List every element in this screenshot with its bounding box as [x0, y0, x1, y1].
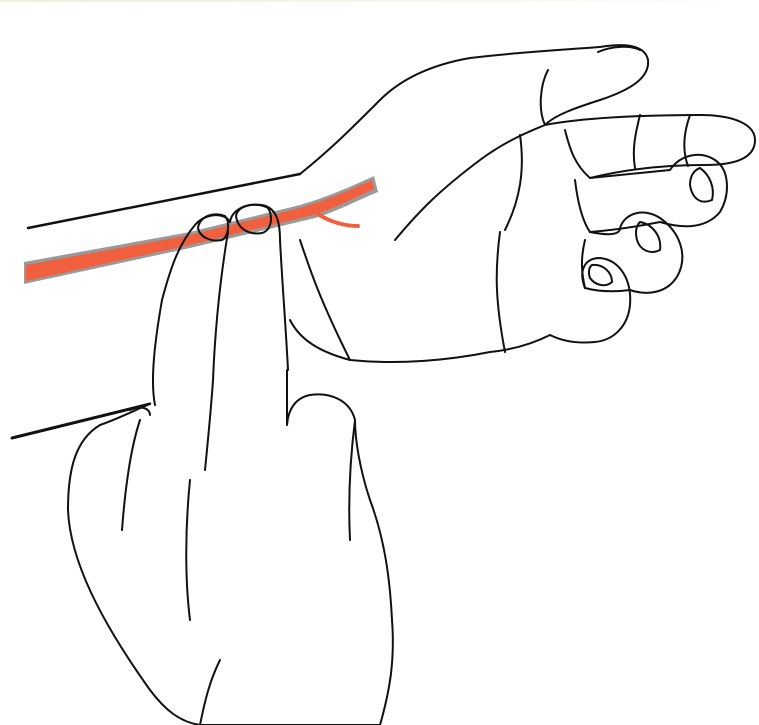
- hand-back-edge: [300, 47, 600, 174]
- index-knuckle-1: [634, 115, 640, 168]
- palm-crease: [505, 135, 522, 230]
- hypothenar-crease: [497, 232, 505, 352]
- little-fingernail: [589, 265, 612, 285]
- thumb-base: [395, 125, 545, 240]
- thumb-outline: [541, 45, 648, 125]
- middle-fingernail: [690, 168, 713, 202]
- examiner-palm: [68, 370, 393, 725]
- ring-finger: [585, 213, 682, 293]
- finger-crease-2: [575, 180, 590, 232]
- thumbnail: [598, 47, 640, 52]
- finger-crease-1: [565, 130, 590, 178]
- wrist-crease: [300, 240, 350, 360]
- radial-artery: [24, 176, 378, 284]
- radial-artery-branch: [318, 214, 358, 226]
- palm-heel: [290, 320, 550, 362]
- examiner-hand: [68, 205, 393, 725]
- patient-hand: [290, 45, 755, 362]
- little-finger: [550, 258, 630, 343]
